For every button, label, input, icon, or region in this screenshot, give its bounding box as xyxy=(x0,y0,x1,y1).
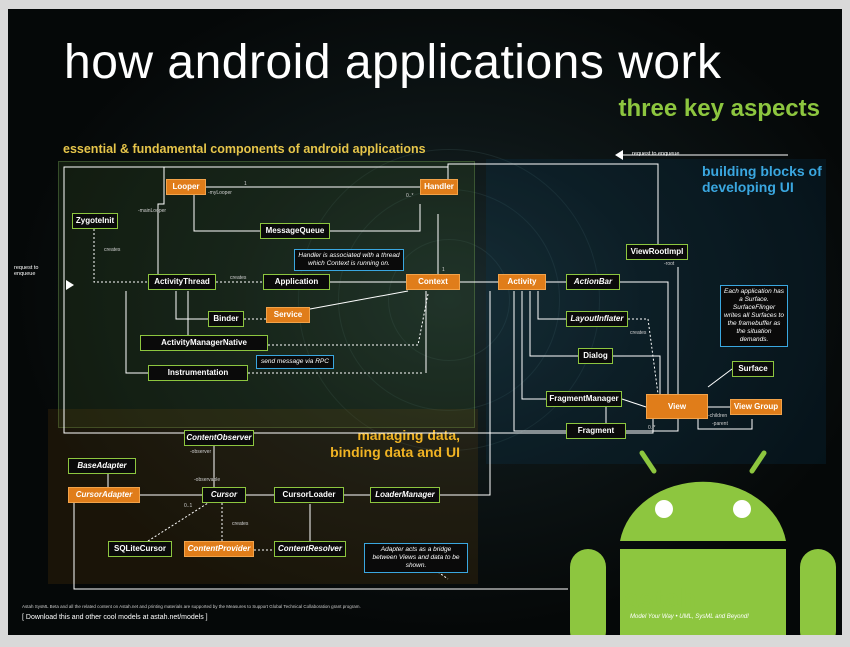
class-binder[interactable]: Binder xyxy=(208,311,244,327)
page-subtitle: three key aspects xyxy=(618,95,820,122)
note-adapter: Adapter acts as a bridge between Views a… xyxy=(364,543,468,573)
label-creates-zygote: creates xyxy=(104,247,121,253)
class-cursoradapter[interactable]: CursorAdapter xyxy=(68,487,140,503)
line-activity-inflater xyxy=(537,291,566,320)
line-fragmentmanager-view xyxy=(621,398,647,408)
class-application[interactable]: Application xyxy=(263,274,330,290)
class-looper[interactable]: Looper xyxy=(166,179,206,195)
line-activitythread-binder xyxy=(175,291,208,320)
class-layoutinflater[interactable]: LayoutInflater xyxy=(566,311,628,327)
label-children: -children xyxy=(708,413,728,419)
class-cursorloader[interactable]: CursorLoader xyxy=(274,487,344,503)
multiplicity-zero-many: 0..* xyxy=(648,425,656,431)
poster: how android applications work three key … xyxy=(8,9,842,635)
class-service[interactable]: Service xyxy=(266,307,310,323)
label-creates-inflater: creates xyxy=(630,330,647,336)
note-rpc: send message via RPC xyxy=(256,355,334,369)
line-activity-fragment xyxy=(513,291,566,432)
class-cursor[interactable]: Cursor xyxy=(202,487,246,503)
class-viewgroup[interactable]: View Group xyxy=(730,399,782,415)
note-surface: Each application has a Surface. SurfaceF… xyxy=(720,285,788,347)
label-parent: -parent xyxy=(712,421,728,427)
background-ring xyxy=(298,149,600,451)
request-enqueue-top-label: request to enqueue xyxy=(632,151,680,157)
label-mylooper: -myLooper xyxy=(208,190,232,196)
label-creates-app: creates xyxy=(230,275,247,281)
multiplicity-zero-many: 0..* xyxy=(406,193,414,199)
line-dialog-view xyxy=(613,355,661,394)
class-sqlitecursor[interactable]: SQLiteCursor xyxy=(108,541,172,557)
label-creates-provider: creates xyxy=(232,521,249,527)
footer-credits: Astah SysML Beta and all the related con… xyxy=(22,604,361,609)
class-surface[interactable]: Surface xyxy=(732,361,774,377)
line-fragment-view xyxy=(626,419,679,432)
arrow-request-top xyxy=(615,150,623,160)
multiplicity-one: 1 xyxy=(244,181,247,187)
components-panel xyxy=(58,161,475,428)
line-activity-fragmentmanager xyxy=(521,291,546,400)
class-viewrootimpl[interactable]: ViewRootImpl xyxy=(626,244,688,260)
class-loadermanager[interactable]: LoaderManager xyxy=(370,487,440,503)
line-activitythread-instrumentation xyxy=(125,291,148,374)
label-mainlooper: -mainLooper xyxy=(138,208,167,214)
class-instrumentation[interactable]: Instrumentation xyxy=(148,365,248,381)
line-view-surface xyxy=(707,368,733,388)
class-activitythread[interactable]: ActivityThread xyxy=(148,274,216,290)
line-service-context xyxy=(309,290,409,310)
class-fragmentmanager[interactable]: FragmentManager xyxy=(546,391,622,407)
line-sqlite-cursor xyxy=(147,502,209,542)
section-managing-data-heading: managing data, binding data and UI xyxy=(330,427,460,460)
request-enqueue-left-label: request to enqueue xyxy=(14,265,39,277)
page-title: how android applications work xyxy=(64,36,722,89)
android-mascot xyxy=(570,450,836,635)
line-inflater-view xyxy=(628,318,659,395)
footer-download-link[interactable]: [ Download this and other cool models at… xyxy=(22,614,208,621)
class-activitymanagernative[interactable]: ActivityManagerNative xyxy=(140,335,268,351)
line-looper-activitythread xyxy=(157,167,165,274)
line-viewgroup-view xyxy=(697,419,753,430)
section-building-blocks-heading: building blocks of developing UI xyxy=(702,163,822,195)
multiplicity-one: 1 xyxy=(442,267,445,273)
brand-tagline: Model Your Way • UML, SysML and Beyond! xyxy=(630,614,749,620)
line-looper-messagequeue xyxy=(193,195,260,232)
background-ring xyxy=(388,239,510,361)
line-amn-context xyxy=(268,293,429,346)
line-activity-dialog xyxy=(529,291,578,357)
note-handler-thread: Handler is associated with a thread whic… xyxy=(294,249,404,271)
line-actionbar-view xyxy=(620,281,669,394)
brand-logo: astah xyxy=(624,583,697,613)
class-messagequeue[interactable]: MessageQueue xyxy=(260,223,330,239)
line-cursoradapter-bottom xyxy=(73,503,568,590)
class-baseadapter[interactable]: BaseAdapter xyxy=(68,458,136,474)
arrow-request-left xyxy=(66,280,74,290)
class-view[interactable]: View xyxy=(646,394,708,419)
section-components-heading: essential & fundamental components of an… xyxy=(63,142,426,156)
class-handler[interactable]: Handler xyxy=(420,179,458,195)
line-handler-viewroot xyxy=(447,163,659,244)
label-observer: -observer xyxy=(190,449,212,455)
class-zygoteinit[interactable]: ZygoteInit xyxy=(72,213,118,229)
label-observable: -observable xyxy=(194,477,221,483)
line-loadermanager-activity xyxy=(440,291,491,496)
connector-lines xyxy=(63,150,788,590)
label-root: -root xyxy=(664,261,675,267)
class-context[interactable]: Context xyxy=(406,274,460,290)
line-messagequeue-handler xyxy=(330,204,421,232)
class-activity[interactable]: Activity xyxy=(498,274,546,290)
class-actionbar[interactable]: ActionBar xyxy=(566,274,620,290)
class-contentobserver[interactable]: ContentObserver xyxy=(184,430,254,446)
class-fragment[interactable]: Fragment xyxy=(566,423,626,439)
multiplicity-zero-one: 0..1 xyxy=(184,503,193,509)
class-contentprovider[interactable]: ContentProvider xyxy=(184,541,254,557)
line-zygote-activitythread xyxy=(93,229,148,283)
class-contentresolver[interactable]: ContentResolver xyxy=(274,541,346,557)
class-dialog[interactable]: Dialog xyxy=(578,348,613,364)
